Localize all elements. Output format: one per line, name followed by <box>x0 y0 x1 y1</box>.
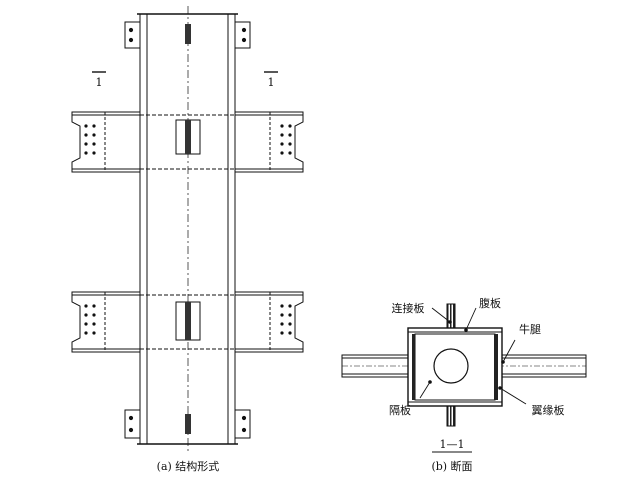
leader-lines <box>419 307 527 405</box>
upper-bracket-right <box>234 111 304 173</box>
splice-bolts-top <box>185 24 191 44</box>
label-flange-plate: 翼缘板 <box>532 403 565 417</box>
elevation-view <box>71 6 304 452</box>
lower-bracket-left <box>71 291 141 353</box>
section-view <box>341 303 587 453</box>
lower-bracket-right <box>234 291 304 353</box>
label-diaphragm: 隔板 <box>389 403 411 417</box>
splice-plate-top-right <box>234 21 251 49</box>
caption-structure-form: (a) 结构形式 <box>157 459 220 473</box>
diaphragm-hole <box>433 348 469 384</box>
section-mark-right-label: 1 <box>268 76 275 89</box>
section-title: 1—1 <box>440 438 465 451</box>
label-connecting-plate: 连接板 <box>392 301 425 315</box>
box-section <box>407 327 503 407</box>
leader-dots <box>428 320 505 390</box>
upper-bracket-left <box>71 111 141 173</box>
bolt-group-lower-left <box>84 304 96 335</box>
bolt-group-lower-right <box>280 304 292 335</box>
splice-bolts-bottom <box>185 414 191 434</box>
web-splice-bolts-lower <box>185 302 191 340</box>
label-web-plate: 腹板 <box>479 296 501 310</box>
label-bracket: 牛腿 <box>519 322 541 336</box>
section-mark-left-label: 1 <box>96 76 103 89</box>
splice-plate-bottom-right <box>234 409 251 439</box>
splice-plate-top-left <box>124 21 141 49</box>
splice-plate-bottom-left <box>124 409 141 439</box>
caption-section: (b) 断面 <box>431 459 472 473</box>
web-splice-bolts-upper <box>185 120 191 154</box>
bolt-group-upper-right <box>280 124 292 155</box>
bolt-group-upper-left <box>84 124 96 155</box>
steel-column <box>137 6 238 452</box>
